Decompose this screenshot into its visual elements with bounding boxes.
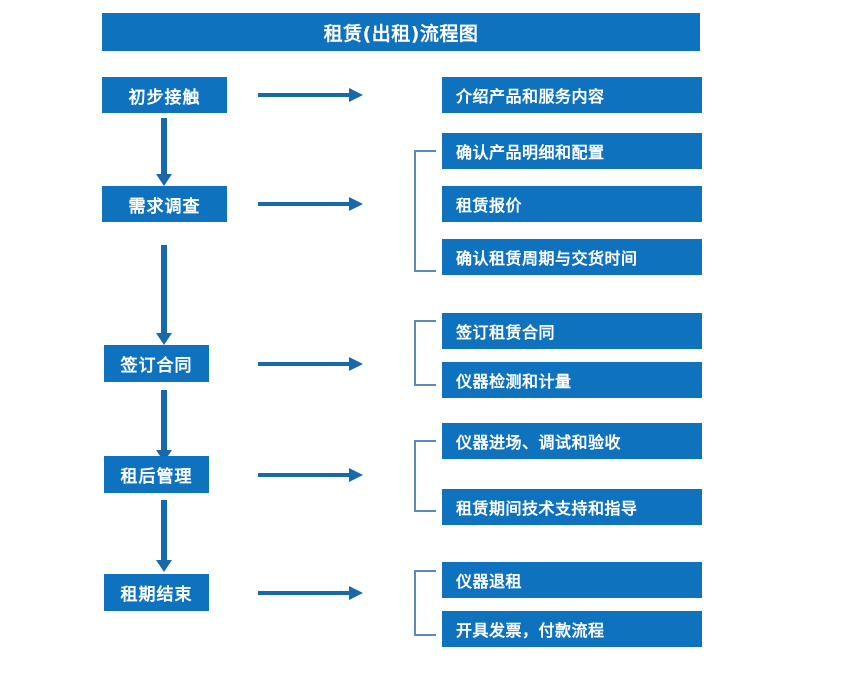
flow-arrow-right-2 [258,197,363,211]
detail-box-2-2[interactable]: 租赁报价 [442,186,702,222]
stage-box-4[interactable]: 租后管理 [104,456,209,493]
stage-box-5[interactable]: 租期结束 [104,574,209,611]
arrow-head [349,586,363,600]
arrow-shaft [258,93,350,97]
detail-box-1-1[interactable]: 介绍产品和服务内容 [442,77,702,113]
detail-box-5-2[interactable]: 开具发票，付款流程 [442,611,702,647]
stage-box-1[interactable]: 初步接触 [102,77,227,113]
flowchart-title: 租赁(出租)流程图 [102,13,700,51]
flow-arrow-right-3 [258,357,363,371]
flow-arrow-down-2 [156,245,172,345]
detail-box-5-1[interactable]: 仪器退租 [442,562,702,598]
flow-arrow-right-1 [258,88,363,102]
arrow-head [349,357,363,371]
detail-box-3-1[interactable]: 签订租赁合同 [442,313,702,349]
arrow-head [349,197,363,211]
arrow-head [349,88,363,102]
stage-box-2[interactable]: 需求调查 [102,186,227,222]
detail-box-3-2[interactable]: 仪器检测和计量 [442,362,702,398]
flow-arrow-down-1 [156,118,172,186]
flow-arrow-right-5 [258,586,363,600]
arrow-head [349,468,363,482]
arrow-head [156,560,172,572]
group-bracket-5 [414,570,436,636]
arrow-shaft [161,390,167,450]
arrow-shaft [161,245,167,333]
arrow-shaft [161,500,167,560]
group-bracket-2 [414,150,436,272]
detail-box-4-1[interactable]: 仪器进场、调试和验收 [442,423,702,459]
detail-box-2-1[interactable]: 确认产品明细和配置 [442,133,702,169]
arrow-shaft [258,591,350,595]
arrow-shaft [258,473,350,477]
group-bracket-4 [414,440,436,512]
arrow-shaft [258,202,350,206]
arrow-shaft [161,118,167,174]
detail-box-4-2[interactable]: 租赁期间技术支持和指导 [442,489,702,525]
detail-box-2-3[interactable]: 确认租赁周期与交货时间 [442,239,702,275]
flow-arrow-down-3 [156,390,172,462]
flow-arrow-down-4 [156,500,172,572]
arrow-shaft [258,362,350,366]
arrow-head [156,333,172,345]
arrow-head [156,174,172,186]
group-bracket-3 [414,320,436,386]
stage-box-3[interactable]: 签订合同 [104,345,209,382]
flow-arrow-right-4 [258,468,363,482]
